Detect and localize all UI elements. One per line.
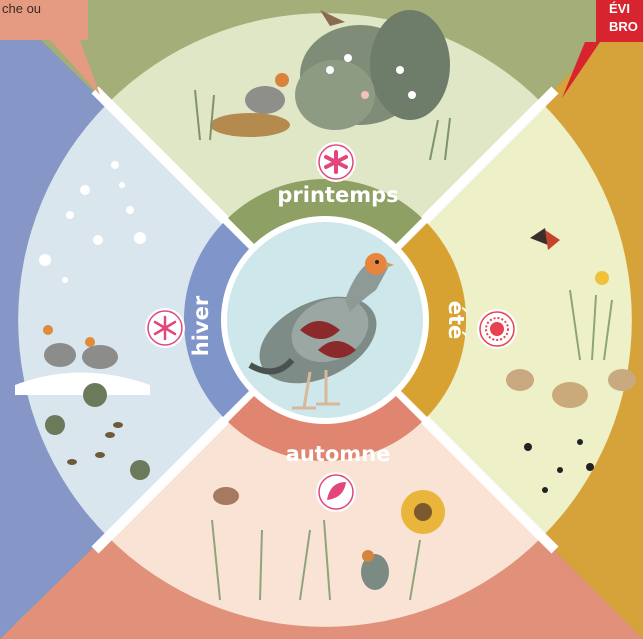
snowflake-icon (145, 308, 185, 348)
summer-label: été (444, 301, 468, 340)
leaf-icon (316, 472, 356, 512)
callout-top-right-line1: ÉVI (609, 1, 630, 16)
autumn-label: automne (286, 442, 391, 466)
callout-top-left-text: che ou (2, 1, 41, 16)
spring-label: printemps (277, 183, 398, 207)
callout-top-right-line2: BRO (609, 19, 638, 34)
sun-icon (477, 309, 517, 349)
flower-icon (316, 142, 356, 182)
winter-label: hiver (189, 295, 213, 356)
